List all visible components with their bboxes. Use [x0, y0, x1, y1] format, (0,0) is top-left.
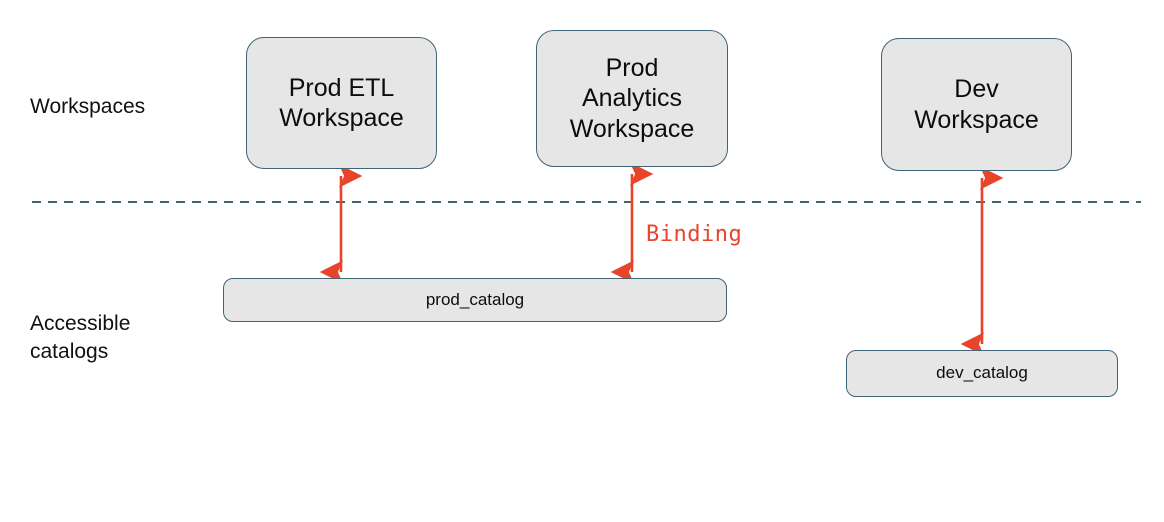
binding-annotation-label: Binding: [646, 222, 743, 247]
workspace-node-prod-analytics[interactable]: Prod Analytics Workspace: [536, 30, 728, 167]
catalog-node-prod-catalog[interactable]: prod_catalog: [223, 278, 727, 322]
row-label-accessible-catalogs: Accessible catalogs: [30, 312, 131, 363]
row-label-workspaces: Workspaces: [30, 95, 146, 118]
workspace-node-dev[interactable]: Dev Workspace: [881, 38, 1072, 171]
catalog-node-dev-catalog[interactable]: dev_catalog: [846, 350, 1118, 397]
workspace-node-prod-etl[interactable]: Prod ETL Workspace: [246, 37, 437, 169]
